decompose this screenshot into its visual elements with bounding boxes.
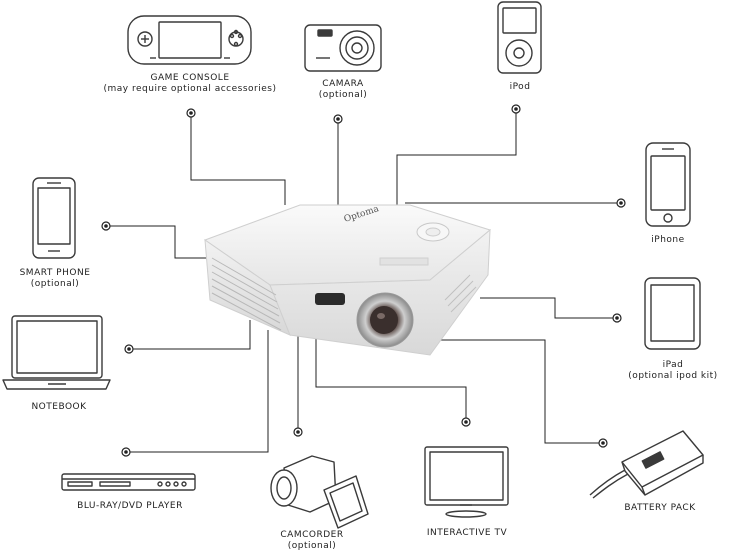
device-name: NOTEBOOK	[31, 402, 87, 412]
device-name: iPhone	[651, 235, 685, 245]
iphone-icon	[645, 142, 691, 227]
line-battery	[440, 339, 603, 444]
game-console-icon	[127, 15, 252, 65]
bluray-player-icon	[61, 473, 196, 491]
device-name: SMART PHONE	[19, 268, 91, 278]
label-camcorder: CAMCORDER (optional)	[262, 530, 362, 552]
camcorder-icon	[270, 455, 369, 529]
label-ipad: iPad (optional ipod kit)	[618, 360, 728, 382]
device-name: INTERACTIVE TV	[426, 528, 508, 538]
label-game-console: GAME CONSOLE (may require optional acces…	[95, 73, 285, 95]
device-name: CAMCORDER	[280, 530, 344, 540]
label-smart-phone: SMART PHONE (optional)	[8, 268, 102, 290]
tv-icon	[424, 446, 509, 518]
label-notebook: NOTEBOOK	[10, 402, 108, 413]
device-name: CAMARA	[322, 79, 364, 89]
device-name: iPad	[662, 360, 684, 370]
device-name: GAME CONSOLE	[150, 73, 230, 83]
ipad-icon	[644, 277, 701, 350]
device-note: (may require optional accessories)	[103, 84, 277, 94]
line-tv	[315, 338, 467, 422]
line-ipad	[480, 297, 617, 319]
line-game-console	[190, 115, 286, 205]
label-ipod: iPod	[490, 82, 550, 93]
label-iphone: iPhone	[636, 235, 700, 246]
device-name: BATTERY PACK	[624, 503, 696, 513]
device-note: (optional)	[287, 541, 337, 551]
ipod-icon	[497, 1, 542, 74]
line-notebook	[129, 320, 251, 350]
battery-pack-icon	[589, 430, 704, 499]
device-name: iPod	[509, 82, 531, 92]
device-note: (optional ipod kit)	[628, 371, 718, 381]
notebook-icon	[2, 315, 111, 390]
label-battery: BATTERY PACK	[610, 503, 710, 514]
device-name: BLU-RAY/DVD PLAYER	[77, 501, 183, 511]
smartphone-icon	[32, 177, 76, 259]
line-ipod	[396, 110, 517, 210]
device-note: (optional)	[318, 90, 368, 100]
line-bluray	[126, 330, 269, 453]
label-tv: INTERACTIVE TV	[412, 528, 522, 539]
label-camera: CAMARA (optional)	[300, 79, 386, 101]
label-bluray: BLU-RAY/DVD PLAYER	[52, 501, 208, 512]
line-smart-phone	[106, 225, 210, 259]
device-note: (optional)	[30, 279, 80, 289]
camera-icon	[304, 24, 382, 72]
